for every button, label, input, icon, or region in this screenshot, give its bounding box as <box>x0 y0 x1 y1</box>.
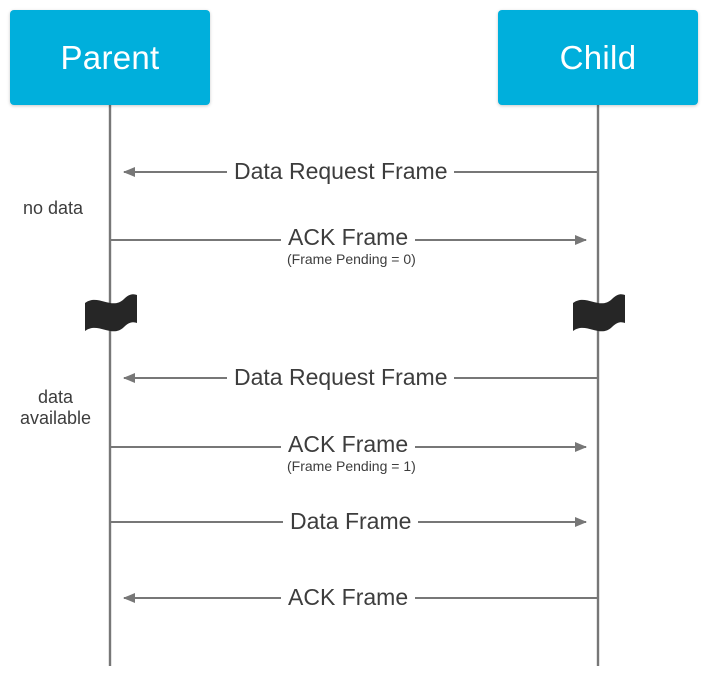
actor-label-parent: Parent <box>60 39 160 76</box>
message-label-1: Data Request Frame <box>227 160 455 183</box>
message-label-3: Data Request Frame <box>227 366 455 389</box>
side-note-no-data: no data <box>22 198 84 218</box>
side-note-data-available: data available <box>19 387 92 429</box>
break-marker-child <box>573 294 625 332</box>
break-marker-parent <box>85 294 137 332</box>
message-label-2: ACK Frame <box>281 226 416 249</box>
message-sublabel-2: (Frame Pending = 0) <box>282 252 421 266</box>
actor-box-parent[interactable]: Parent <box>10 10 210 105</box>
message-label-4: ACK Frame <box>281 433 416 456</box>
message-sublabel-4: (Frame Pending = 1) <box>282 459 421 473</box>
message-label-5: Data Frame <box>283 510 419 533</box>
actor-box-child[interactable]: Child <box>498 10 698 105</box>
message-label-6: ACK Frame <box>281 586 416 609</box>
actor-label-child: Child <box>559 39 637 76</box>
